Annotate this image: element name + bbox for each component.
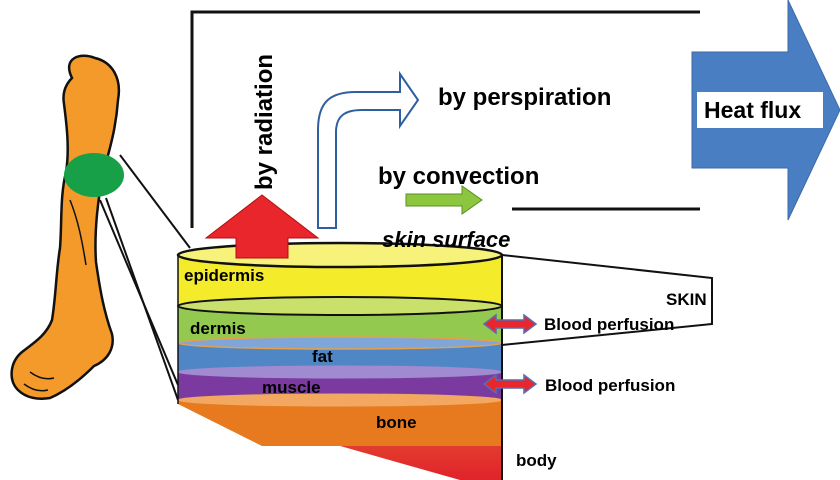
leg-toe-line <box>29 371 55 380</box>
layer-label-epidermis: epidermis <box>184 266 264 285</box>
zoom-line <box>105 197 179 401</box>
perspiration-arrow <box>317 70 420 229</box>
blood-perfusion-label-upper: Blood perfusion <box>544 315 674 334</box>
skin-surface-label: skin surface <box>382 227 510 252</box>
layer-label-muscle: muscle <box>262 378 321 397</box>
heat-flux-label-box <box>697 92 823 128</box>
convection-arrow <box>405 185 483 215</box>
layer-label-dermis: dermis <box>190 319 246 338</box>
interface-dermis-fat <box>177 336 503 350</box>
perfusion-arrow-upper <box>482 313 538 335</box>
body-label: body <box>516 451 557 470</box>
skin-bracket <box>501 254 713 346</box>
radiation-arrow <box>204 194 320 259</box>
interface-muscle-bone <box>177 393 503 407</box>
heat-flux-label: Heat flux <box>704 97 801 123</box>
tissue-cylinder <box>176 241 504 480</box>
radiation-label: by radiation <box>251 54 278 190</box>
leg-toe-line <box>23 383 49 392</box>
blood-perfusion-label-lower: Blood perfusion <box>545 376 675 395</box>
layer-label-bone: bone <box>376 413 417 432</box>
skin-label: SKIN <box>666 290 707 309</box>
interface-epidermis-dermis <box>177 296 503 316</box>
skin-spot <box>64 153 124 197</box>
zoom-line <box>119 154 191 249</box>
interface-fat-muscle <box>177 365 503 379</box>
convection-label: by convection <box>378 163 539 190</box>
leg-contour-line <box>69 199 87 266</box>
environment-frame <box>190 10 700 228</box>
bone-cutout <box>178 404 330 480</box>
perspiration-label: by perspiration <box>438 84 611 111</box>
leg-silhouette <box>10 54 121 400</box>
perfusion-arrow-lower <box>482 373 538 395</box>
layer-label-fat: fat <box>312 347 333 366</box>
